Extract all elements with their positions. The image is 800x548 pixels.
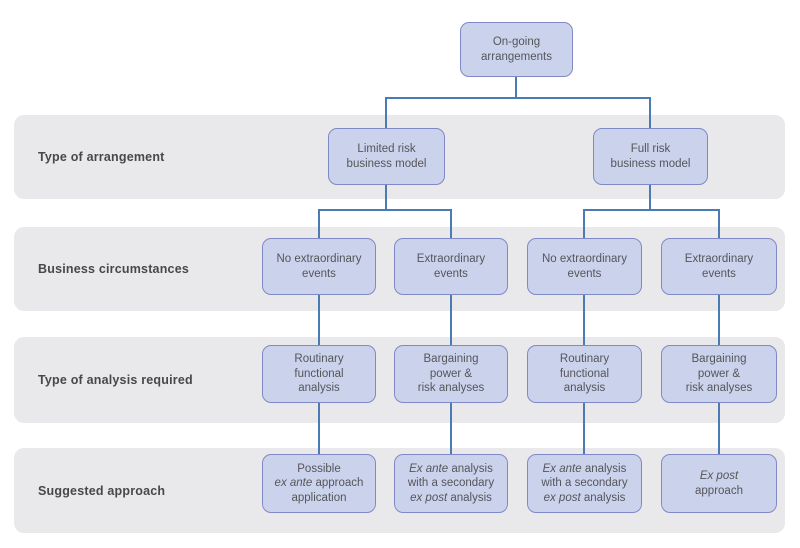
node-extraordinary-events-full: Extraordinary events bbox=[661, 238, 777, 295]
node-text-line: ex post analysis bbox=[543, 491, 626, 504]
row-label-type-of-analysis-required: Type of analysis required bbox=[38, 373, 193, 387]
node-ex-ante-with-secondary-ex-post-1: Ex ante analysis with a secondary ex pos… bbox=[394, 454, 508, 513]
connector-root-drop-full bbox=[649, 97, 651, 128]
node-ex-post-approach: Ex post approach bbox=[661, 454, 777, 513]
connector-full-stem bbox=[649, 185, 651, 211]
node-text-line: Routinary bbox=[294, 353, 344, 366]
connector-row3-row4-col2 bbox=[450, 403, 452, 454]
node-text-line: Extraordinary bbox=[684, 253, 754, 265]
node-text-line: Routinary bbox=[559, 353, 610, 366]
node-text-line: events bbox=[302, 267, 336, 280]
node-text-line: Bargaining bbox=[423, 353, 479, 366]
connector-drop-col2 bbox=[450, 209, 452, 238]
node-text-line: Bargaining bbox=[691, 353, 747, 366]
node-text-line: with a secondary bbox=[541, 477, 628, 490]
row-label-business-circumstances: Business circumstances bbox=[38, 262, 190, 276]
connector-full-crossbar bbox=[583, 209, 720, 211]
node-text-line: ex ante approach bbox=[274, 477, 364, 490]
node-text-line: with a secondary bbox=[407, 477, 495, 490]
row-band-type-of-analysis-required: Type of analysis required bbox=[14, 337, 785, 423]
node-text-line: application bbox=[291, 491, 347, 504]
row-label-suggested-approach: Suggested approach bbox=[38, 483, 166, 498]
node-text-line: power & bbox=[697, 367, 741, 380]
node-routinary-functional-analysis-2: Routinary functional analysis bbox=[527, 345, 642, 403]
node-bargaining-power-risk-analyses-2: Bargaining power & risk analyses bbox=[661, 345, 777, 403]
node-text-line: functional bbox=[559, 367, 610, 380]
node-text-line: risk analyses bbox=[417, 382, 485, 395]
node-text-line: arrangements bbox=[481, 50, 552, 63]
node-on-going-arrangements: On-going arrangements bbox=[460, 22, 573, 77]
node-text-line: events bbox=[567, 267, 602, 280]
connector-row3-row4-col1 bbox=[318, 403, 320, 454]
node-text-line: approach bbox=[695, 484, 743, 497]
node-no-extraordinary-events-full: No extraordinary events bbox=[527, 238, 642, 295]
node-text-line: Full risk bbox=[630, 143, 671, 155]
node-routinary-functional-analysis-1: Routinary functional analysis bbox=[262, 345, 376, 403]
connector-root-drop-limited bbox=[385, 97, 387, 128]
connector-row2-row3-col2 bbox=[450, 295, 452, 345]
node-text-line: analysis bbox=[563, 382, 606, 395]
connector-drop-col4 bbox=[718, 209, 720, 238]
connector-row3-row4-col3 bbox=[583, 403, 585, 454]
connector-row3-row4-col4 bbox=[718, 403, 720, 454]
node-text-line: events bbox=[434, 267, 468, 280]
node-text-line: Ex ante analysis bbox=[542, 462, 627, 475]
connector-row2-row3-col3 bbox=[583, 295, 585, 345]
row-label-type-of-arrangement: Type of arrangement bbox=[38, 150, 165, 164]
node-no-extraordinary-events-limited: No extraordinary events bbox=[262, 238, 376, 295]
node-bargaining-power-risk-analyses-1: Bargaining power & risk analyses bbox=[394, 345, 508, 403]
node-text-line: ex post analysis bbox=[410, 491, 492, 504]
node-text-line: Extraordinary bbox=[416, 253, 486, 265]
node-text-line: On-going bbox=[492, 36, 541, 48]
node-text-line: No extraordinary bbox=[276, 253, 362, 265]
node-text-line: business model bbox=[610, 157, 691, 170]
connector-drop-col1 bbox=[318, 209, 320, 238]
node-limited-risk-business-model: Limited risk business model bbox=[328, 128, 445, 185]
node-ex-ante-with-secondary-ex-post-2: Ex ante analysis with a secondary ex pos… bbox=[527, 454, 642, 513]
connector-row2-row3-col4 bbox=[718, 295, 720, 345]
node-possible-ex-ante-approach-application: Possible ex ante approach application bbox=[262, 454, 376, 513]
node-text-line: risk analyses bbox=[685, 382, 753, 395]
node-text-line: functional bbox=[294, 367, 344, 380]
node-text-line: Limited risk bbox=[357, 143, 416, 155]
connector-limited-stem bbox=[385, 185, 387, 211]
node-text-line: events bbox=[702, 267, 736, 280]
connector-root-stem bbox=[515, 77, 517, 98]
node-text-line: No extraordinary bbox=[541, 253, 627, 265]
node-text-line: power & bbox=[429, 367, 473, 380]
connector-row2-row3-col1 bbox=[318, 295, 320, 345]
connector-root-crossbar bbox=[385, 97, 651, 99]
node-text-line: analysis bbox=[298, 382, 340, 395]
node-text-line: Ex post bbox=[699, 470, 739, 482]
node-extraordinary-events-limited: Extraordinary events bbox=[394, 238, 508, 295]
connector-drop-col3 bbox=[583, 209, 585, 238]
connector-limited-crossbar bbox=[318, 209, 452, 211]
node-text-line: business model bbox=[346, 157, 427, 170]
node-text-line: Ex ante analysis bbox=[409, 462, 493, 475]
node-full-risk-business-model: Full risk business model bbox=[593, 128, 708, 185]
node-text-line: Possible bbox=[297, 462, 341, 475]
